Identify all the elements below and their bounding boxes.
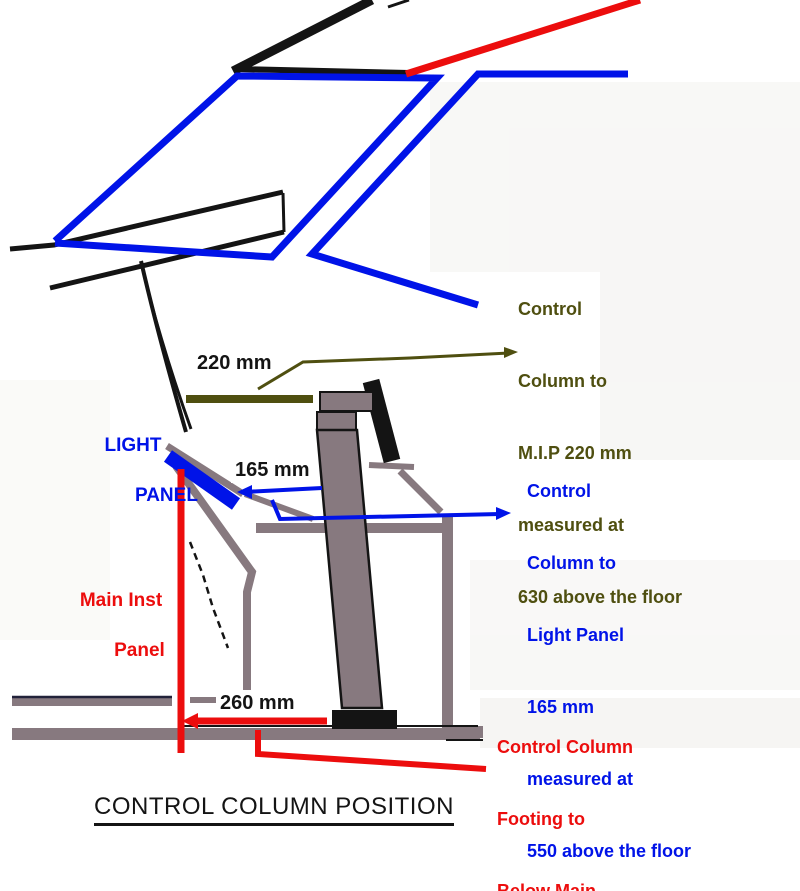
light-panel-label-line1: LIGHT: [104, 435, 162, 456]
main-inst-panel-label-line2: Panel: [114, 640, 165, 661]
main-inst-panel-label-line1: Main Inst: [79, 590, 163, 611]
light-panel-label-line2: PANEL: [134, 485, 198, 506]
control-column-shaft: [315, 428, 384, 710]
mip-leader-line: [257, 351, 511, 391]
pedestal-left-leg: [172, 463, 257, 690]
footing-leader-line: [255, 730, 487, 772]
glareshield-top-line: [235, 66, 410, 76]
light-panel-leader-line: [270, 499, 501, 522]
column-black-arm: [362, 378, 401, 464]
footing-annotation-line: Control Column: [497, 737, 633, 757]
windshield-frame-right: [305, 70, 628, 309]
mip-annotation-line: Control: [518, 299, 582, 319]
footing-annotation: Control Column Footing to Below Main Ins…: [497, 687, 654, 891]
light-panel-label: LIGHT PANEL: [98, 433, 198, 508]
main-inst-panel-label: Main Inst Panel: [66, 588, 176, 663]
mip-annotation: Control Column to M.I.P 220 mm measured …: [518, 249, 682, 657]
right-strut: [442, 515, 453, 728]
footing-annotation-line: Footing to: [497, 809, 585, 829]
mip-annotation-line: M.I.P 220 mm: [518, 443, 632, 463]
column-head-block: [316, 411, 357, 431]
black-airframe-lines: [9, 0, 410, 433]
light-panel-backing-strip: [165, 443, 245, 497]
light-panel-annotation-line: Control: [527, 481, 591, 501]
dimension-165mm: 165 mm: [231, 457, 314, 483]
scan-artifacts: [0, 82, 800, 748]
column-head-bar: [319, 391, 374, 412]
upper-red-line: [404, 0, 642, 78]
diagram-title: CONTROL COLUMN POSITION: [94, 793, 454, 826]
control-column-footing: [332, 710, 397, 729]
control-stick-rear-line: [147, 294, 193, 430]
mip-annotation-line: Column to: [518, 371, 607, 391]
column-rear-bracket: [368, 462, 415, 470]
blue-canopy-lines: [52, 70, 628, 522]
light-panel-annotation-line: Light Panel: [527, 625, 625, 645]
light-panel-annotation: Control Column to Light Panel 165 mm mea…: [527, 431, 691, 891]
coaming-end-edge: [281, 192, 286, 233]
light-panel-annotation-line: measured at: [527, 769, 634, 789]
pedestal-right-brace: [397, 468, 444, 515]
mip-annotation-line: 630 above the floor: [518, 587, 683, 607]
control-column-assembly: [315, 378, 401, 729]
coaming-top-edge: [9, 189, 284, 252]
scan-patch: [480, 698, 800, 748]
footing-annotation-line: Below Main: [497, 881, 597, 891]
cockpit-floor: [12, 728, 480, 740]
scan-patch: [600, 200, 800, 460]
light-panel-dimension-arrowhead: [237, 485, 252, 499]
red-measurement-lines: [177, 0, 642, 772]
dimension-220mm: 220 mm: [197, 352, 272, 374]
mip-leader-arrowhead: [504, 347, 518, 358]
panel-hatch-marks: [188, 541, 230, 649]
light-panel-dimension-line: [243, 486, 323, 494]
light-panel-annotation-line: 550 above the floor: [527, 841, 692, 861]
mip-dimension-graphics: [186, 347, 518, 403]
dark-edges: [12, 541, 483, 741]
light-panel-bar: [163, 450, 241, 510]
upper-small-mark: [387, 0, 410, 9]
pedestal-brace: [243, 491, 315, 522]
footing-dimension-arrowhead: [182, 713, 198, 729]
mip-annotation-line: measured at: [518, 515, 625, 535]
light-panel-annotation-line: Column to: [527, 553, 616, 573]
scan-patch: [0, 380, 110, 640]
dimension-260mm: 260 mm: [216, 690, 299, 716]
upper-fuselage-line: [230, 0, 375, 76]
windshield-frame-left: [52, 72, 445, 261]
coaming-bottom-edge: [49, 229, 285, 291]
instrument-shelf: [12, 697, 172, 706]
scan-patch: [470, 560, 800, 690]
light-panel-annotation-line: 165 mm: [527, 697, 595, 717]
light-panel-leader-arrowhead: [496, 507, 511, 520]
